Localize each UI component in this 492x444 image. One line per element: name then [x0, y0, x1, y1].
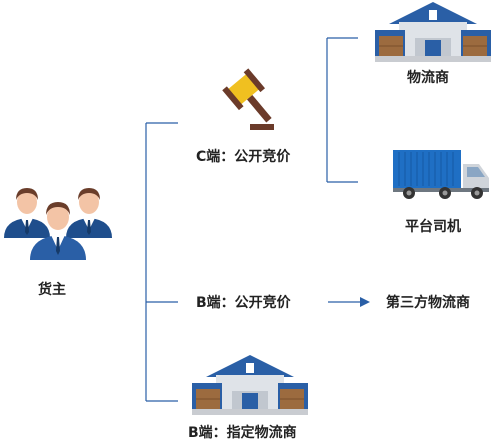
warehouse-icon: [375, 2, 491, 62]
platform-driver-label: 平台司机: [405, 219, 461, 235]
people-icon: [4, 188, 112, 260]
gavel-icon: [222, 68, 274, 130]
owner-label: 货主: [38, 282, 66, 298]
b-bidding-label: B端：公开竞价: [196, 295, 291, 311]
truck-icon: [393, 150, 489, 199]
arrow-head: [360, 297, 370, 307]
warehouse-icon: [192, 355, 308, 415]
b-assigned-label: B端：指定物流商: [188, 425, 297, 441]
logistics-provider-label: 物流商: [407, 70, 449, 86]
c-channel-label: C端：公开竞价: [196, 149, 291, 165]
third-party-logistics-label: 第三方物流商: [386, 295, 470, 311]
